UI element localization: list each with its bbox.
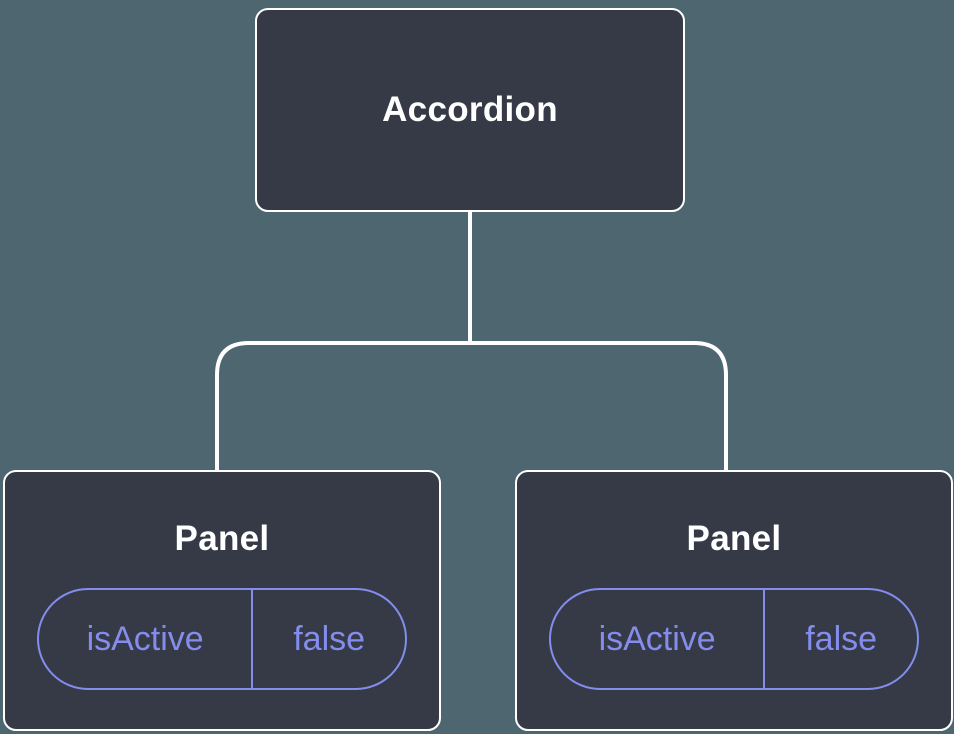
node-panel-right: Panel isActive false (515, 470, 953, 731)
node-accordion: Accordion (255, 8, 685, 212)
root-to-children-connector (215, 208, 728, 476)
state-pill: isActive false (549, 588, 919, 690)
state-pill: isActive false (37, 588, 407, 690)
panel-node-label: Panel (686, 519, 782, 558)
state-value: false (805, 619, 878, 658)
node-panel-left: Panel isActive false (3, 470, 441, 731)
state-name: isActive (551, 590, 766, 688)
state-name: isActive (39, 590, 254, 688)
panel-node-label: Panel (174, 519, 270, 558)
accordion-node-label: Accordion (382, 90, 558, 129)
state-value: false (293, 619, 366, 658)
